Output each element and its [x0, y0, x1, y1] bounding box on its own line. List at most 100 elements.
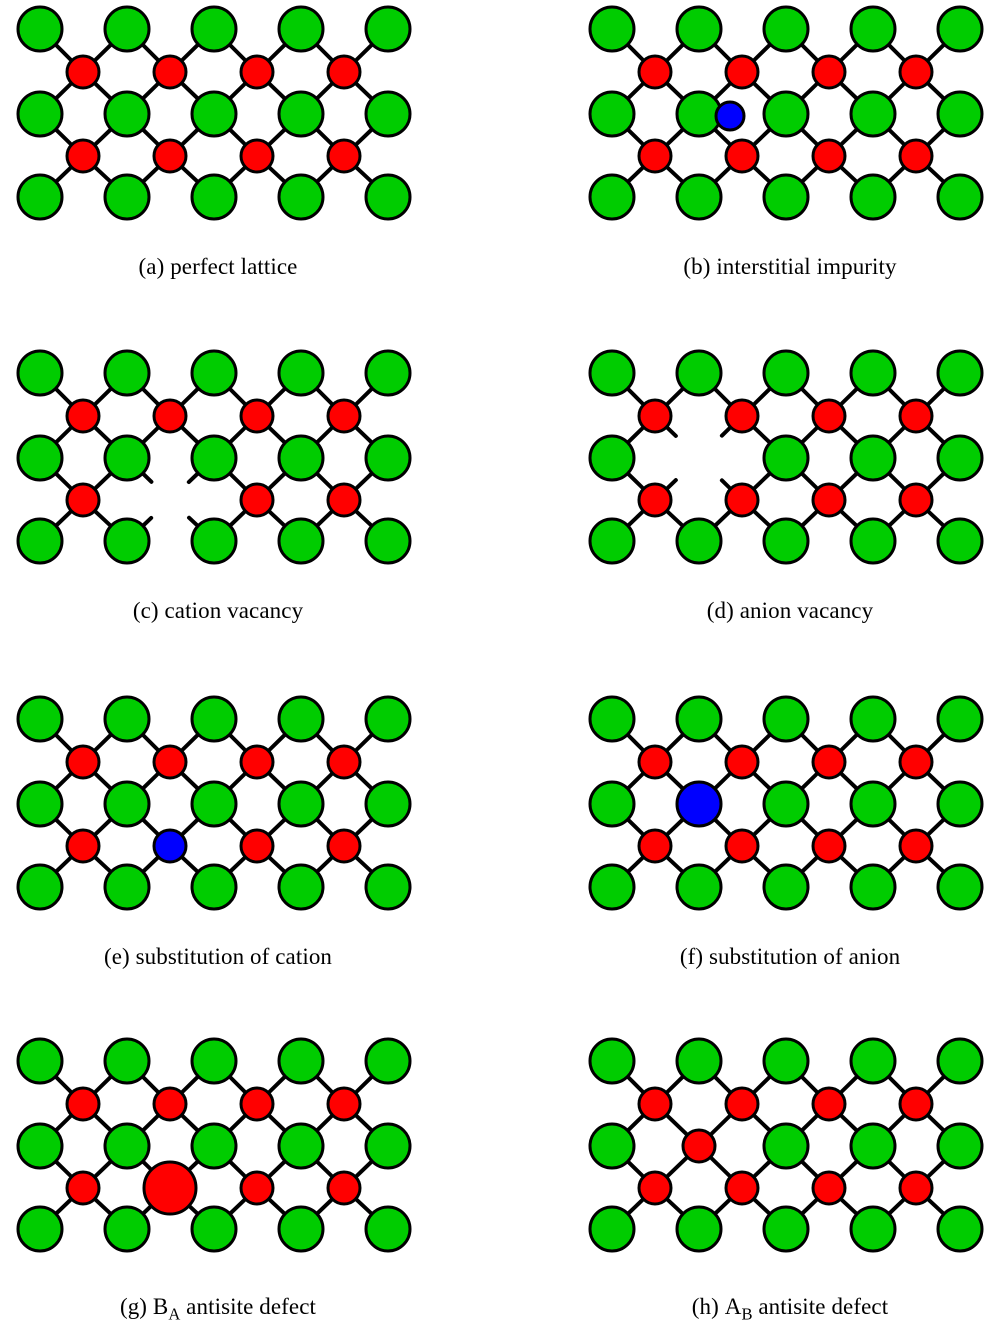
- bond: [665, 509, 685, 528]
- bond: [267, 733, 287, 753]
- bond: [800, 509, 819, 528]
- anion-green-node: [588, 5, 636, 53]
- cation-red-node: [811, 398, 847, 434]
- broken-bond: [719, 425, 732, 438]
- anion-green-node: [588, 695, 636, 743]
- cation-red-node: [637, 1170, 673, 1206]
- lattice-diagram-h: [580, 1036, 1000, 1266]
- anion-green-node: [588, 434, 636, 482]
- bond: [54, 733, 73, 752]
- caption-text: substitution of cation: [135, 944, 333, 969]
- caption-tail: antisite defect: [752, 1294, 889, 1319]
- bond: [626, 1160, 645, 1179]
- anion-green-node: [277, 90, 325, 138]
- cation-red-node: [152, 398, 188, 434]
- bond: [315, 771, 334, 790]
- bond: [665, 1197, 685, 1216]
- cation-layer: [637, 1086, 934, 1206]
- cation-red-node: [637, 54, 673, 90]
- bond: [926, 509, 946, 528]
- anion-green-node: [936, 1037, 984, 1085]
- cation-red-node: [65, 482, 101, 518]
- anion-green-node: [762, 1205, 810, 1253]
- anion-green-node: [277, 5, 325, 53]
- panel-caption-c: (c) cation vacancy: [8, 598, 428, 623]
- bond: [354, 127, 374, 147]
- caption-index: (g): [119, 1294, 153, 1319]
- bond: [752, 1159, 772, 1179]
- bond: [354, 43, 374, 63]
- anion-green-node: [936, 90, 984, 138]
- bond: [665, 817, 685, 837]
- anion-green-node: [364, 5, 412, 53]
- bond: [800, 1160, 819, 1179]
- bond: [315, 509, 334, 528]
- lattice-diagram-c: [8, 348, 428, 578]
- anion-green-node: [762, 695, 810, 743]
- caption-subscript: A: [168, 1304, 181, 1324]
- anion-green-node: [588, 780, 636, 828]
- anion-green-node: [16, 1122, 64, 1170]
- bond: [839, 127, 859, 147]
- cation-red-node: [239, 138, 275, 174]
- lattice-diagram-f: [580, 694, 1000, 924]
- anion-green-node: [762, 349, 810, 397]
- anion-green-node: [103, 517, 151, 565]
- cation-red-node: [239, 482, 275, 518]
- anion-green-node: [190, 1122, 238, 1170]
- bond: [93, 425, 113, 445]
- bond: [713, 733, 732, 752]
- anion-green-node: [675, 863, 723, 911]
- anion-green-node: [936, 863, 984, 911]
- anion-layer: [16, 1037, 412, 1253]
- bond: [626, 733, 645, 752]
- cation-red-node: [811, 828, 847, 864]
- substitutional-blue-anion-node: [675, 780, 723, 828]
- bond: [54, 128, 73, 147]
- anion-green-node: [364, 1122, 412, 1170]
- cation-red-node: [724, 828, 760, 864]
- anion-green-node: [190, 695, 238, 743]
- bond: [839, 165, 859, 184]
- bond: [887, 425, 906, 444]
- bond: [626, 1197, 645, 1216]
- bond: [354, 1159, 374, 1179]
- anion-green-node: [762, 434, 810, 482]
- caption-text: cation vacancy: [164, 598, 304, 623]
- bond: [354, 81, 374, 101]
- cation-red-node: [152, 1086, 188, 1122]
- bond: [267, 509, 287, 528]
- bond: [926, 1075, 946, 1095]
- bond: [709, 1113, 732, 1137]
- anion-green-node: [103, 1122, 151, 1170]
- caption-text: anion vacancy: [739, 598, 874, 623]
- bond: [54, 771, 73, 790]
- anion-green-node: [364, 1205, 412, 1253]
- bond: [800, 472, 819, 491]
- bond: [315, 1113, 334, 1132]
- bond: [354, 855, 374, 874]
- anion-green-node: [16, 349, 64, 397]
- bond: [267, 81, 287, 101]
- anion-green-node: [849, 695, 897, 743]
- bond: [54, 425, 73, 444]
- caption-text: substitution of anion: [708, 944, 901, 969]
- bond: [315, 387, 334, 406]
- bond: [354, 771, 374, 791]
- anion-green-node: [588, 1122, 636, 1170]
- bond: [713, 509, 732, 528]
- bond: [752, 1113, 772, 1133]
- bond: [839, 1159, 859, 1179]
- bond: [267, 43, 287, 63]
- anion-green-node: [277, 695, 325, 743]
- cation-red-node: [326, 138, 362, 174]
- bond: [926, 471, 946, 491]
- bond: [93, 733, 113, 753]
- lattice-diagram-a: [8, 4, 428, 234]
- anion-green-node: [588, 517, 636, 565]
- anion-green-node: [103, 5, 151, 53]
- bond-layer: [626, 43, 946, 184]
- cation-red-node: [152, 54, 188, 90]
- panel-a-on-b-antisite-defect: (h) AB antisite defect: [580, 1036, 1000, 1324]
- bond: [626, 509, 645, 528]
